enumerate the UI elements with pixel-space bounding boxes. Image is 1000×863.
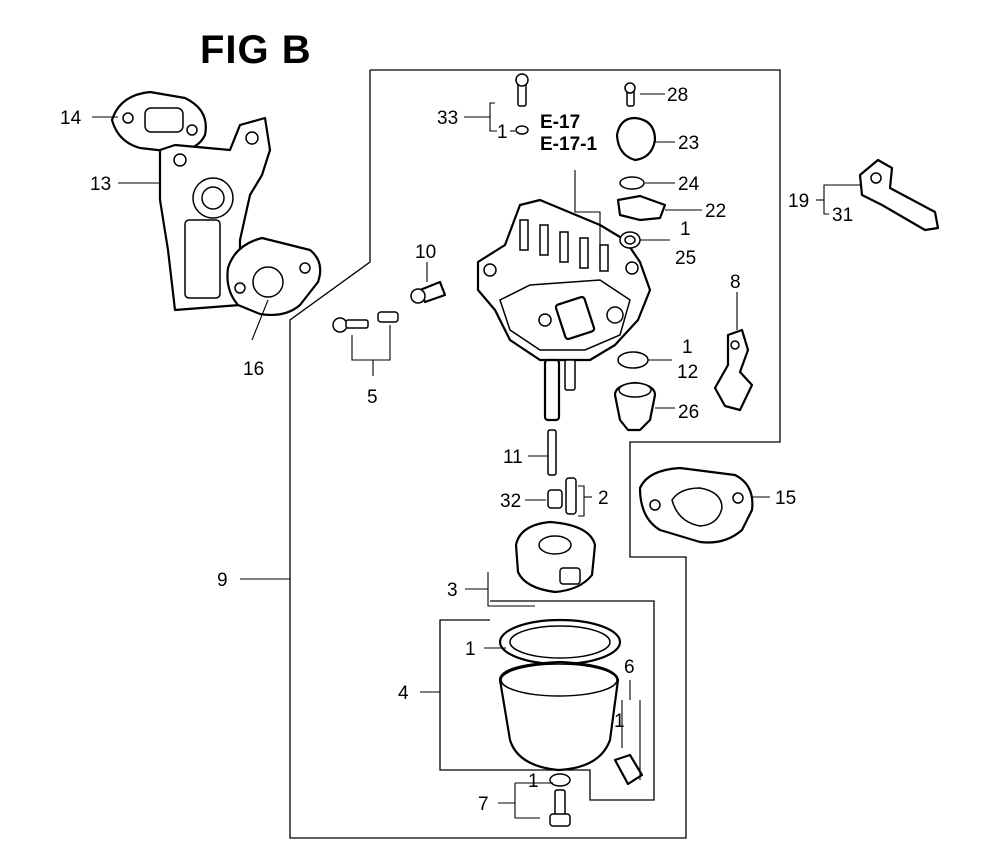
callout-4: 4 — [398, 683, 409, 704]
callout-19: 19 — [788, 191, 809, 212]
bracket-part-13 — [158, 116, 272, 312]
callout-15: 15 — [775, 488, 796, 509]
callout-1-drain: 1 — [614, 711, 625, 732]
washer-part-1-top — [515, 125, 529, 135]
callout-6: 6 — [624, 657, 635, 678]
float-part-3 — [514, 520, 597, 594]
callout-1-right: 1 — [680, 219, 691, 240]
callout-1-bolt: 1 — [528, 771, 539, 792]
bolt-part-7 — [549, 773, 571, 827]
choke-lever-part-19 — [858, 158, 940, 232]
callout-33: 33 — [437, 108, 458, 129]
float-bowl-part-4 — [498, 660, 620, 772]
callout-31: 31 — [832, 205, 853, 226]
callout-9: 9 — [217, 570, 228, 591]
carburetor-body — [476, 198, 652, 422]
screw-part-33 — [515, 73, 529, 107]
reference-e17: E-17 — [540, 112, 580, 133]
callout-7: 7 — [478, 794, 489, 815]
callout-3: 3 — [447, 580, 458, 601]
washer-part-24 — [619, 176, 645, 190]
lever-part-22 — [616, 194, 667, 222]
callout-1-mid: 1 — [682, 337, 693, 358]
screw-part-10 — [410, 280, 447, 304]
callout-16: 16 — [243, 359, 264, 380]
cap-part-23 — [615, 116, 657, 162]
callout-23: 23 — [678, 133, 699, 154]
callout-25: 25 — [675, 248, 696, 269]
callout-11: 11 — [503, 447, 523, 468]
spring-part-25 — [619, 231, 641, 249]
jet-part-2 — [565, 477, 577, 515]
callout-1-top: 1 — [497, 122, 508, 143]
gasket-part-14 — [110, 90, 207, 154]
bowl-nut-part-26 — [613, 381, 657, 432]
screw-part-28 — [624, 82, 636, 107]
callout-32: 32 — [500, 491, 521, 512]
drain-screw-part-6 — [613, 753, 644, 786]
callout-1-bowl: 1 — [465, 639, 476, 660]
callout-26: 26 — [678, 402, 699, 423]
group-frame-float-bowl — [439, 600, 655, 801]
gasket-part-16 — [226, 236, 322, 317]
leader-lines — [92, 93, 862, 819]
callout-2: 2 — [598, 488, 609, 509]
callout-14: 14 — [60, 108, 82, 129]
group-frame-carburetor-assembly — [289, 69, 781, 839]
screw-set-part-5 — [332, 311, 399, 333]
callout-22: 22 — [705, 201, 726, 222]
callout-13: 13 — [90, 174, 111, 195]
callout-labels: 14 13 16 33 1 E-17 E-17-1 28 23 24 22 1 … — [60, 85, 853, 815]
o-ring-part-12 — [617, 351, 649, 369]
callout-10: 10 — [415, 242, 436, 263]
callout-28: 28 — [667, 85, 688, 106]
callout-8: 8 — [730, 272, 741, 293]
bowl-gasket-part-1 — [498, 618, 622, 666]
reference-e17-1: E-17-1 — [540, 134, 597, 155]
jet-part-32 — [547, 489, 563, 509]
callout-12: 12 — [677, 362, 698, 383]
needle-part-11 — [547, 429, 557, 476]
callout-24: 24 — [678, 174, 700, 195]
figure-title: FIG B — [200, 28, 312, 72]
callout-5: 5 — [367, 387, 378, 408]
gasket-part-8 — [713, 328, 754, 412]
gasket-part-15 — [638, 466, 754, 544]
